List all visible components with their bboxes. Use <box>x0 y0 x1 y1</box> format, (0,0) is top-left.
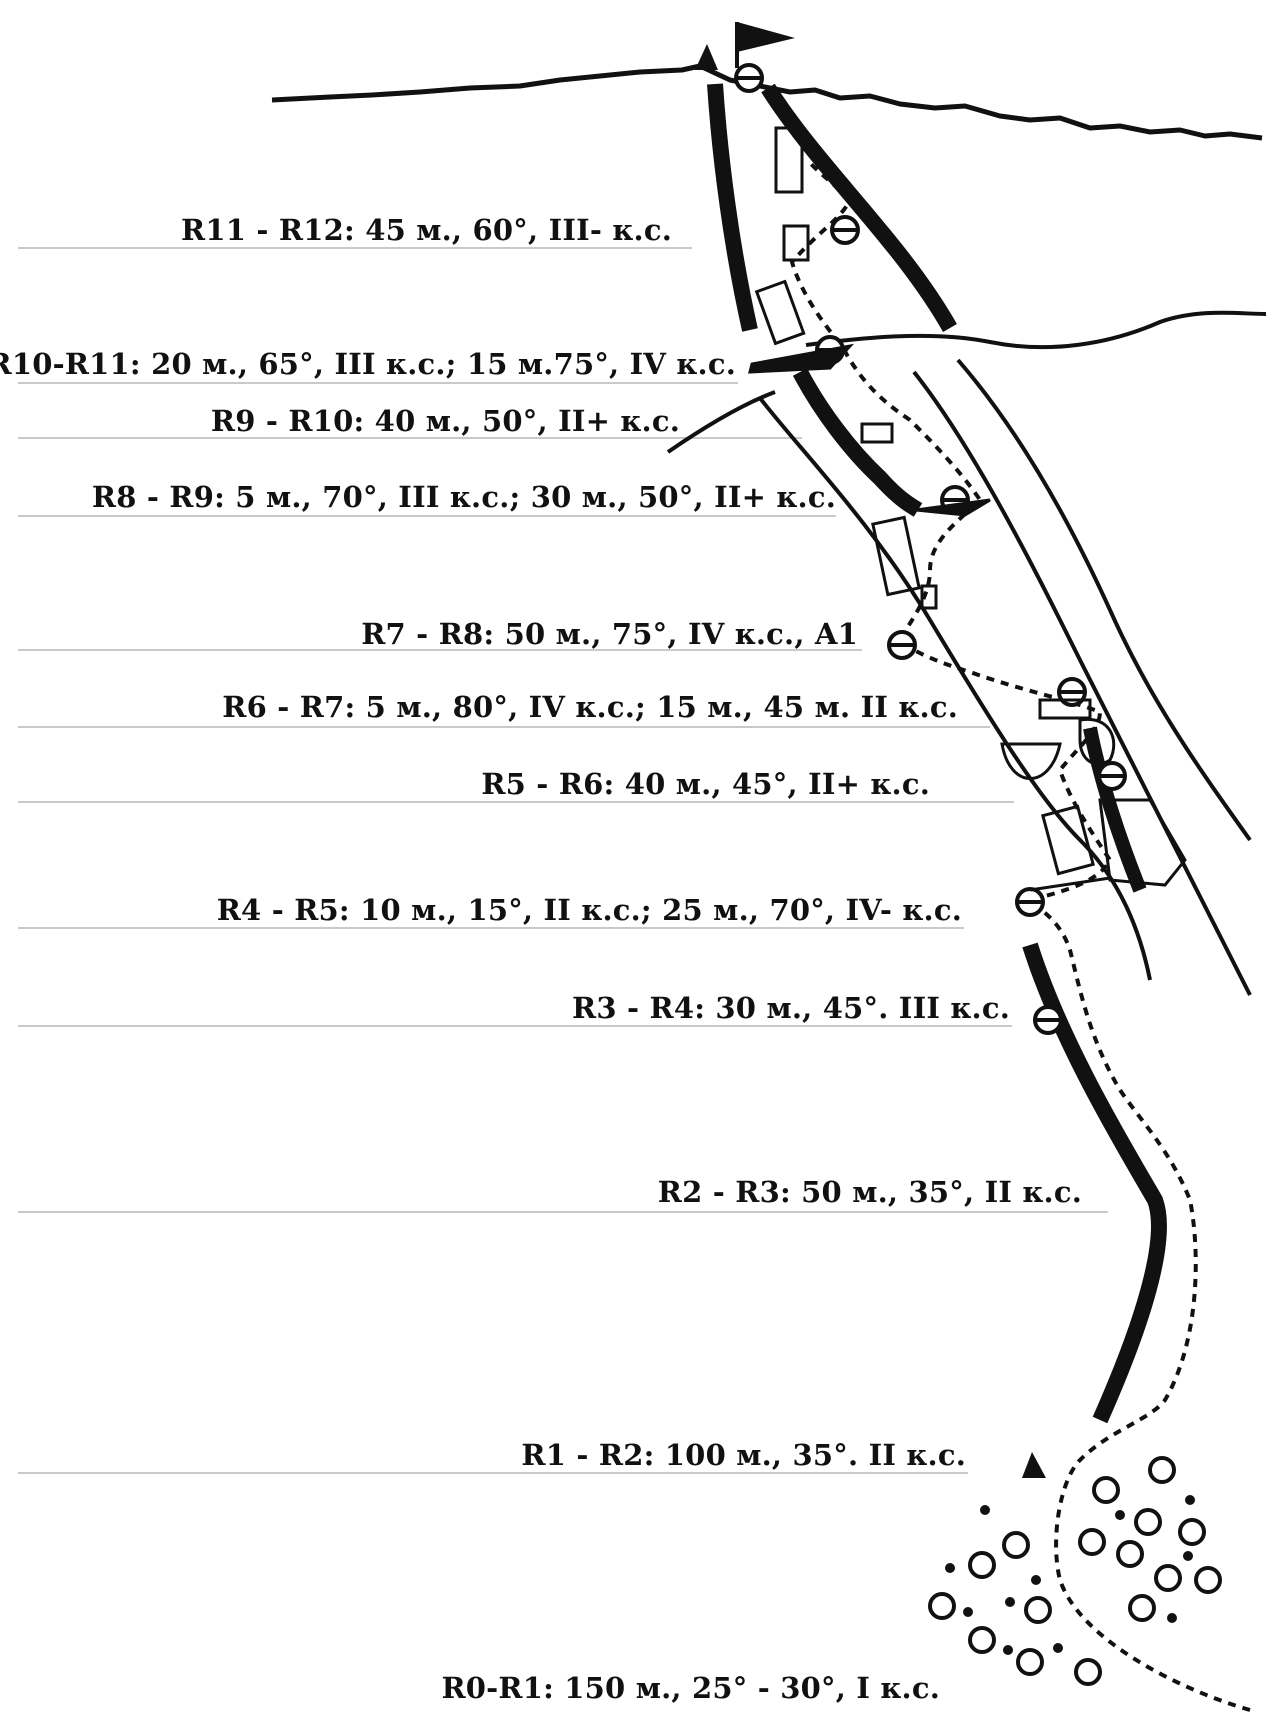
route-dashed-line <box>789 158 1251 1712</box>
segment-label-r8-r9: R8 - R9: 5 м., 70°, III к.с.; 30 м., 50°… <box>92 480 836 514</box>
segment-label-r6-r7: R6 - R7: 5 м., 80°, IV к.с.; 15 м., 45 м… <box>222 690 958 724</box>
segment-labels: R11 - R12: 45 м., 60°, III- к.с. R10-R11… <box>0 213 1082 1705</box>
segment-label-r1-r2: R1 - R2: 100 м., 35°. II к.с. <box>521 1438 966 1472</box>
segment-label-r9-r10: R9 - R10: 40 м., 50°, II+ к.с. <box>211 404 680 438</box>
rock-feature-symbols <box>748 126 1187 892</box>
mid-crag-ridge <box>1083 726 1147 893</box>
segment-label-r10-r11: R10-R11: 20 м., 65°, III к.с.; 15 м.75°,… <box>0 347 736 381</box>
slope-line-c <box>912 370 1252 996</box>
boulder-icon-2 <box>1098 798 1187 887</box>
block-icon-3 <box>754 279 806 346</box>
boulder-icon-1 <box>1078 717 1116 766</box>
scree-field <box>928 1456 1222 1686</box>
slope-line-b <box>956 358 1252 842</box>
lower-ridge <box>1022 942 1167 1424</box>
segment-label-r0-r1: R0-R1: 150 м., 25° - 30°, I к.с. <box>442 1671 941 1705</box>
overhang-icon <box>1000 742 1062 780</box>
rock-band-line <box>805 310 1267 350</box>
segment-label-r4-r5: R4 - R5: 10 м., 15°, II к.с.; 25 м., 70°… <box>217 893 962 927</box>
segment-label-r3-r4: R3 - R4: 30 м., 45°. III к.с. <box>572 991 1010 1025</box>
block-icon-6 <box>1038 698 1092 720</box>
scree-dots <box>945 1495 1195 1655</box>
block-icon-5 <box>871 515 921 597</box>
upper-ridge-left <box>707 83 758 332</box>
label-leader-lines <box>18 247 1108 1474</box>
segment-label-r7-r8: R7 - R8: 50 м., 75°, IV к.с., A1 <box>361 617 858 651</box>
piton-icon-1 <box>920 584 938 610</box>
block-icon-1 <box>774 126 804 194</box>
summit-flag-icon <box>695 22 795 70</box>
ledge-icon-2 <box>915 498 991 517</box>
slope-line-a <box>666 390 776 454</box>
block-icon-2 <box>782 224 810 262</box>
upper-ridge-right <box>761 83 957 332</box>
segment-label-r5-r6: R5 - R6: 40 м., 45°, II+ к.с. <box>481 767 930 801</box>
slope-line-d <box>758 396 1152 981</box>
block-icon-7 <box>1041 804 1095 876</box>
block-icon-4 <box>860 422 894 444</box>
segment-label-r11-r12: R11 - R12: 45 м., 60°, III- к.с. <box>181 213 672 247</box>
middle-ridge <box>792 368 923 517</box>
ledge-icon-1 <box>748 343 855 374</box>
start-marker-icon <box>1022 1452 1046 1478</box>
segment-label-r2-r3: R2 - R3: 50 м., 35°, II к.с. <box>658 1175 1082 1209</box>
summit-ridge-line <box>271 63 1263 141</box>
